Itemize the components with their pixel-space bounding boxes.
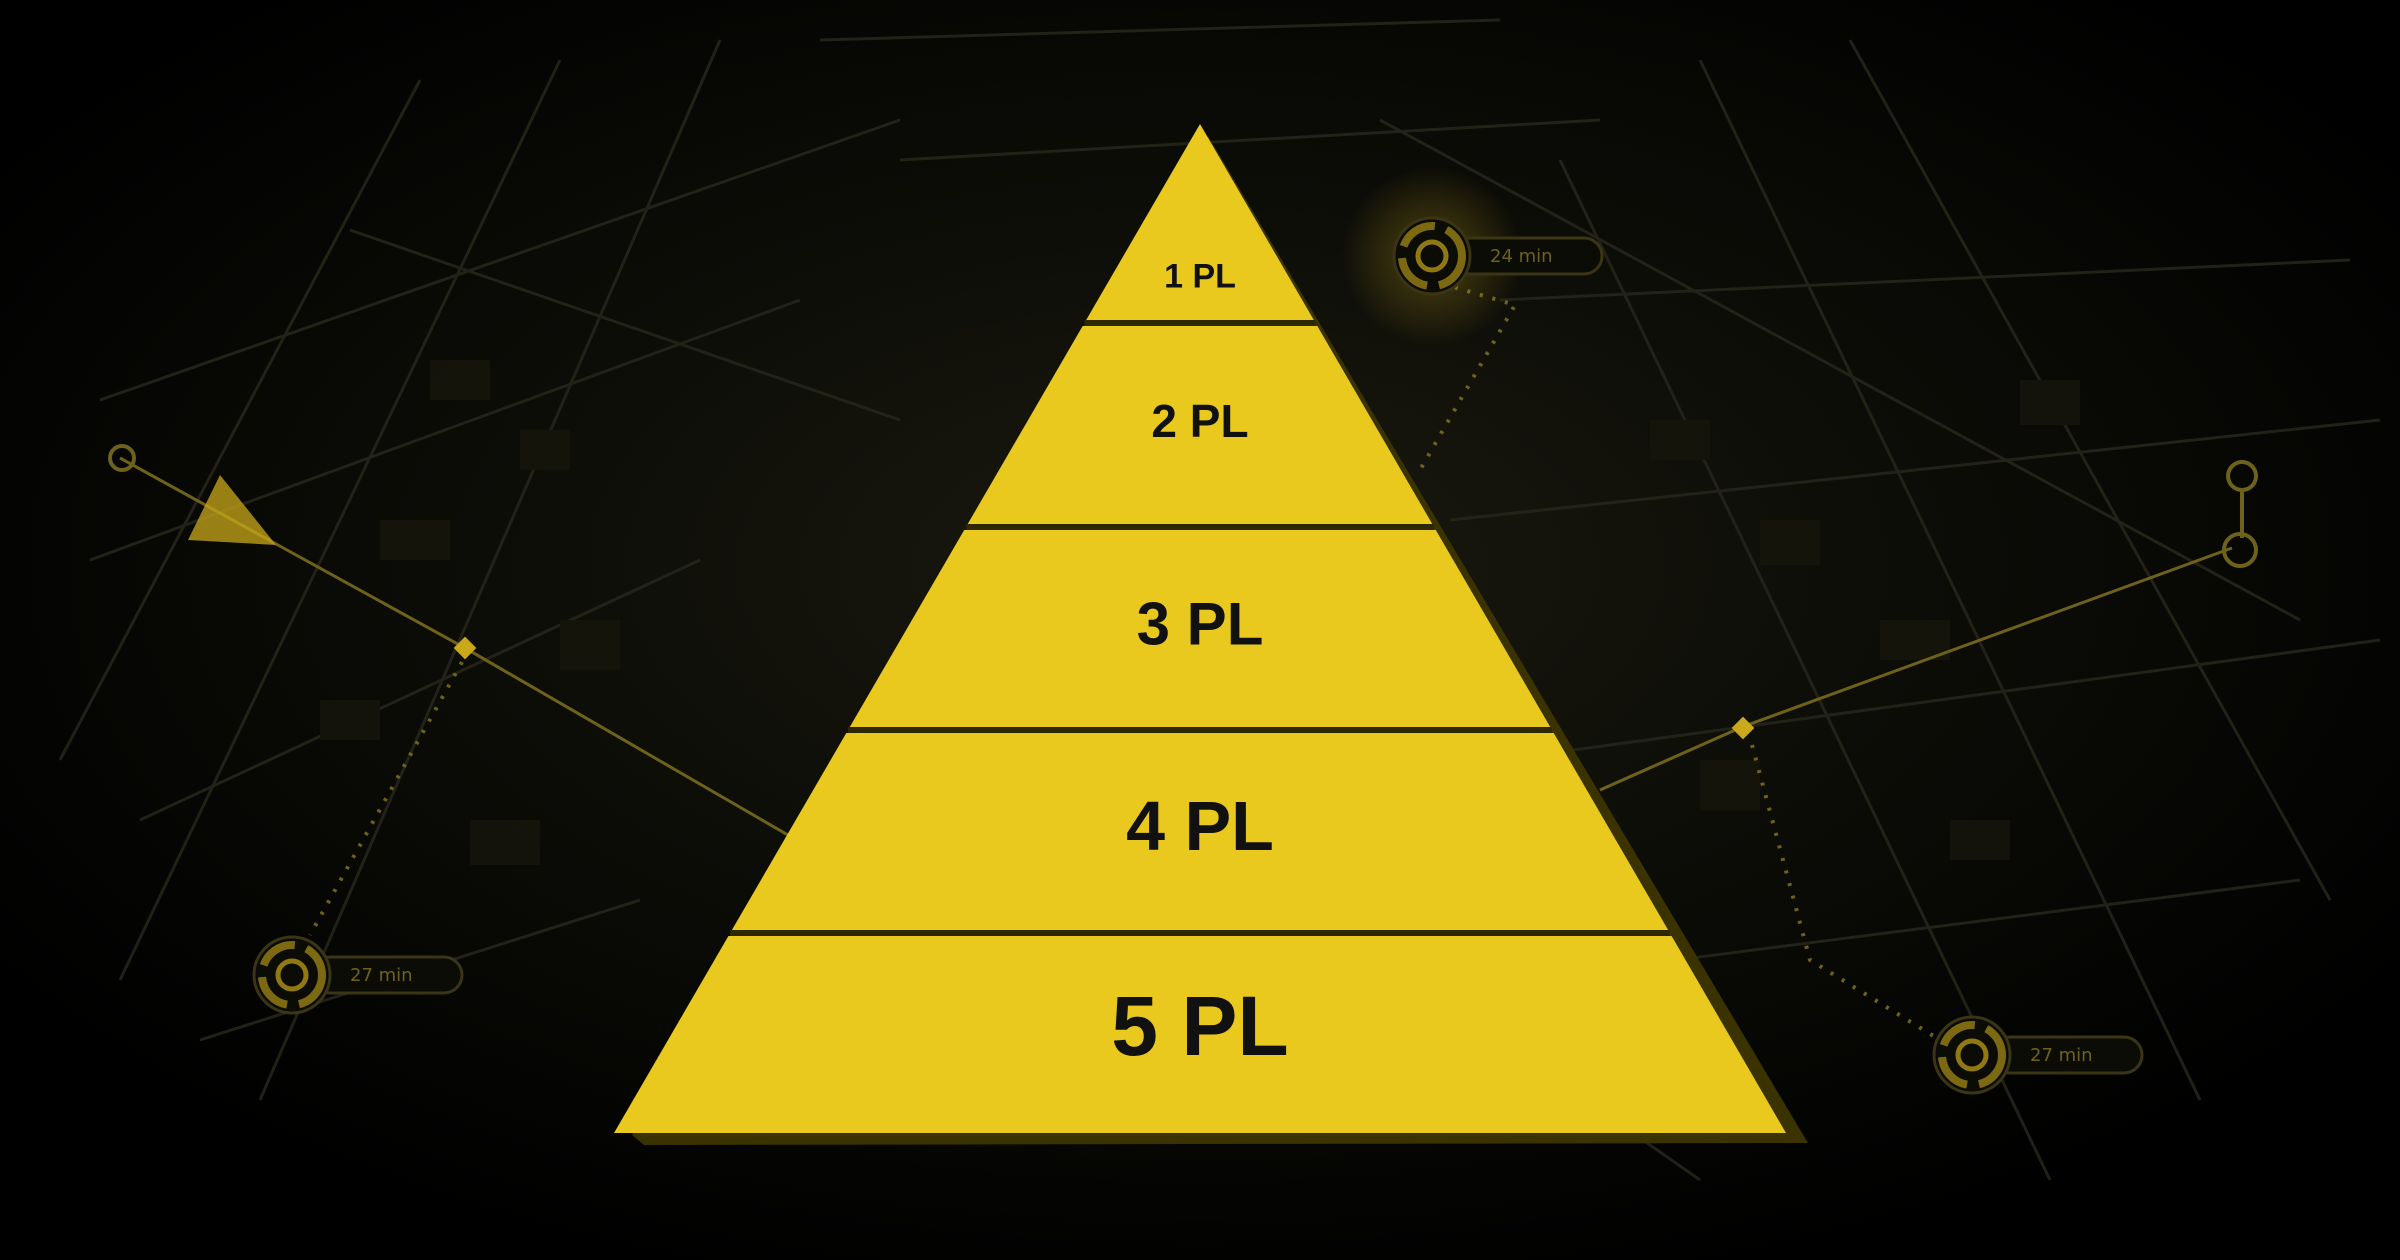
pyramid: 1 PL 2 PL 3 PL 4 PL 5 PL [614,124,1808,1145]
street-line [58,79,422,761]
map-block [430,360,490,400]
map-block [380,520,450,560]
street-line [118,59,562,981]
marker-ring-icon [1398,222,1466,290]
map-block [470,820,540,865]
time-label: 27 min [2030,1045,2093,1066]
route-start-icon [108,444,136,472]
level-label: 5 PL [1111,979,1288,1073]
street-line [1379,118,2301,622]
marker-ring-icon [258,941,326,1009]
map-block [520,430,570,470]
marker-core-icon [1415,239,1449,273]
level-label: 2 PL [1151,395,1248,447]
map-block [1950,820,2010,860]
map-block [320,700,380,740]
street-line [349,228,901,422]
time-label: 27 min [350,965,413,986]
street-line [1499,638,2381,762]
level-label: 4 PL [1126,787,1274,865]
map-block [560,620,620,670]
pyramid-level-2 [967,326,1433,524]
marker-core-icon [1955,1038,1989,1072]
marker-ring-icon [1938,1021,2006,1089]
street-line [139,558,701,822]
direction-arrow-icon [188,475,276,545]
map-block [1880,620,1950,660]
map-block [1760,520,1820,565]
street-line [819,18,1501,42]
street-line [1499,258,2351,302]
street-line [1449,418,2381,522]
waypoint-icon [1731,716,1755,740]
street-line [99,118,901,402]
map-block [1650,420,1710,460]
map-pin-icon [2226,460,2259,538]
level-label: 1 PL [1164,257,1236,295]
pyramid-level-5 [614,936,1786,1133]
level-label: 3 PL [1137,590,1264,657]
time-label: 24 min [1490,246,1553,267]
map-block [1700,760,1760,810]
map-street-grid [58,18,2381,1182]
map-routes: 24 min 27 min 27 min [108,166,2259,1095]
street-line [1558,159,2052,1181]
marker-core-icon [275,958,309,992]
route-dotted-left [308,661,464,936]
map-block [2020,380,2080,425]
street-line [1848,39,2332,901]
pyramid-level-1 [1086,124,1314,320]
street-line [1698,59,2202,1101]
waypoint-icon [453,636,477,660]
pyramid-level-3 [849,530,1551,727]
street-line [258,39,722,1101]
route-dotted-right [1750,744,1942,1042]
street-line [899,118,1601,162]
pyramid-level-4 [731,733,1669,930]
